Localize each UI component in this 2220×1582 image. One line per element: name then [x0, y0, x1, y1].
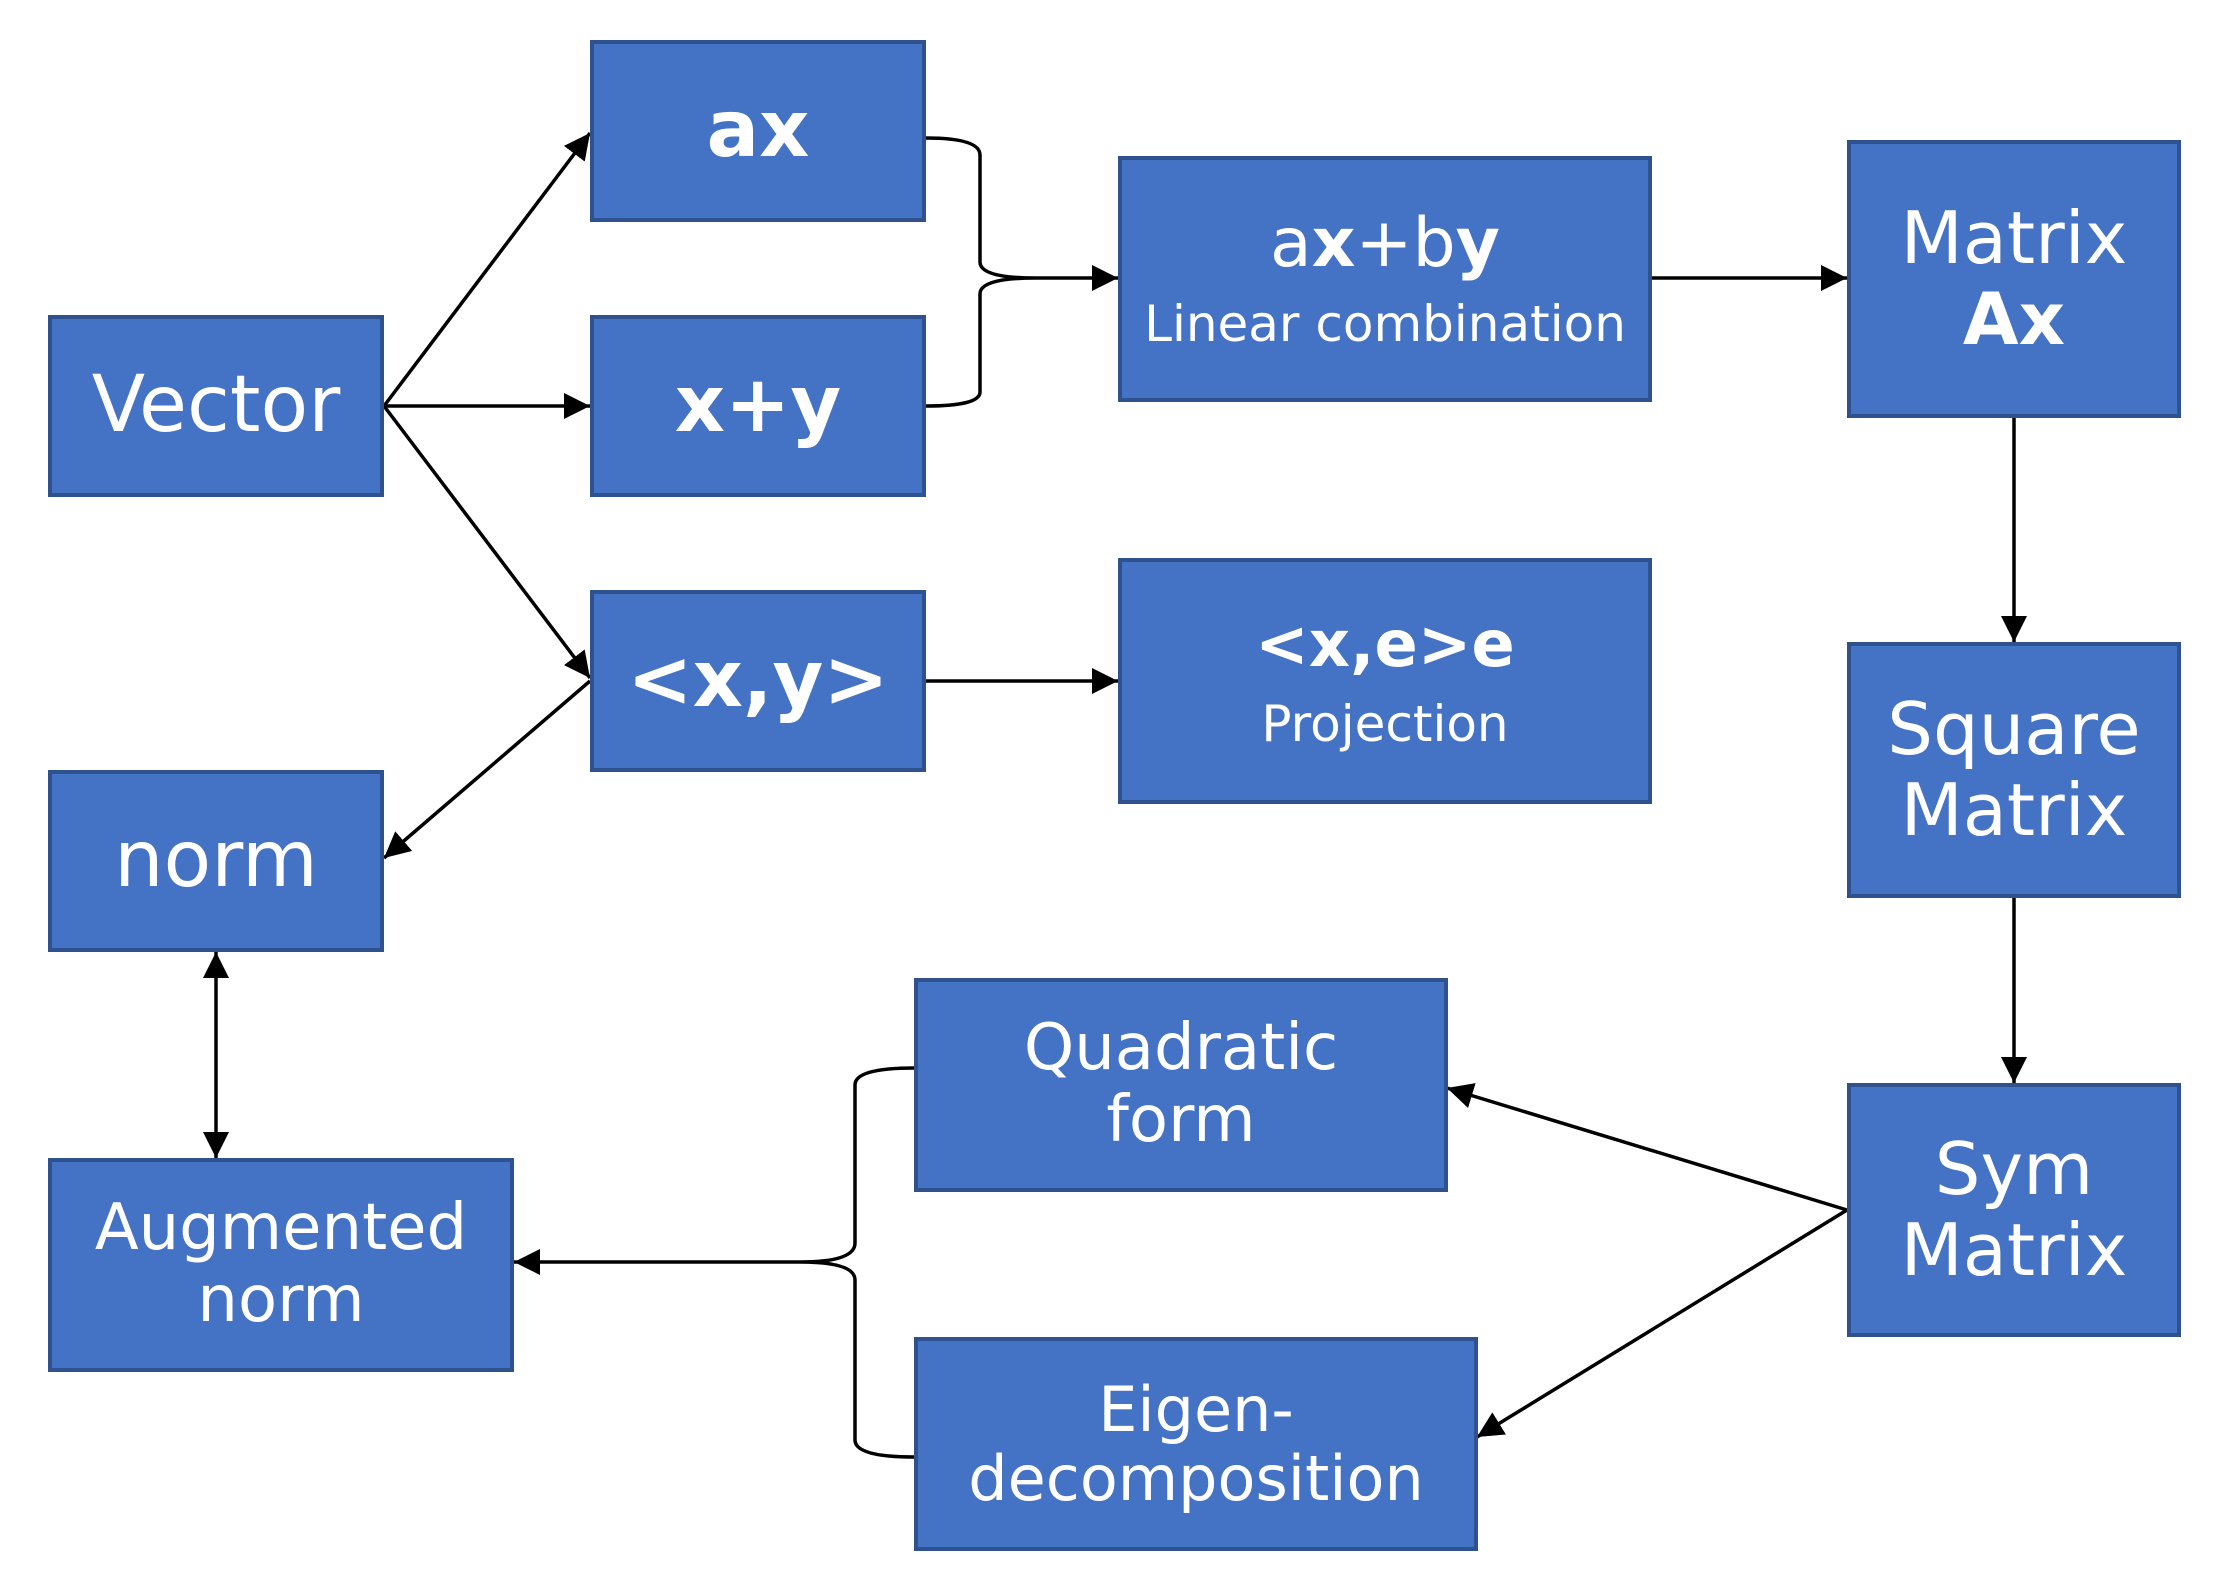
node-inner-product: <x,y> — [590, 590, 926, 772]
node-linear-combination-subtitle: Linear combination — [1144, 295, 1626, 354]
node-vector-label: Vector — [91, 360, 341, 451]
node-square-matrix-line1: Square — [1887, 687, 2141, 772]
node-norm: norm — [48, 770, 384, 952]
brace-ax-xysum — [925, 136, 1036, 408]
node-quadratic-form: Quadratic form — [914, 978, 1448, 1192]
node-projection: <x,e>e Projection — [1118, 558, 1652, 804]
node-eigen-decomposition: Eigen- decomposition — [914, 1337, 1478, 1551]
node-sym-matrix-line2: Matrix — [1900, 1208, 2128, 1292]
node-matrix-line1: Matrix — [1900, 196, 2128, 281]
edge-inner-norm — [382, 679, 592, 860]
edge-vector-ax — [382, 131, 592, 408]
node-vector: Vector — [48, 315, 384, 497]
node-matrix: Matrix Ax — [1847, 140, 2181, 418]
node-projection-title: <x,e>e — [1255, 608, 1515, 683]
node-linear-combination-title: ax+by — [1269, 203, 1500, 283]
edge-vector-inner — [382, 404, 592, 680]
node-quadratic-form-line1: Quadratic — [1023, 1011, 1339, 1086]
node-square-matrix: Square Matrix — [1847, 642, 2181, 898]
node-xy-sum: x+y — [590, 315, 926, 497]
node-linear-combination: ax+by Linear combination — [1118, 156, 1652, 402]
edge-sym-eigen — [1476, 1208, 1848, 1439]
node-projection-subtitle: Projection — [1261, 694, 1509, 753]
node-quadratic-form-line2: form — [1106, 1083, 1256, 1157]
edge-sym-quadratic — [1446, 1083, 1848, 1212]
node-norm-label: norm — [114, 815, 318, 906]
node-sym-matrix: Sym Matrix — [1847, 1083, 2181, 1337]
node-eigen-line2: decomposition — [968, 1442, 1424, 1515]
node-ax-label: ax — [706, 85, 810, 176]
brace-quadratic-eigen — [799, 1066, 915, 1459]
node-ax: ax — [590, 40, 926, 222]
node-sym-matrix-line1: Sym — [1934, 1127, 2094, 1212]
node-augmented-norm-line1: Augmented — [94, 1191, 468, 1266]
node-inner-product-label: <x,y> — [627, 635, 889, 726]
node-xy-sum-label: x+y — [674, 360, 842, 451]
node-eigen-line1: Eigen- — [1098, 1372, 1294, 1446]
node-square-matrix-line2: Matrix — [1900, 768, 2128, 852]
node-augmented-norm: Augmented norm — [48, 1158, 514, 1372]
node-augmented-norm-line2: norm — [197, 1263, 365, 1337]
node-matrix-line2: Ax — [1962, 277, 2066, 361]
